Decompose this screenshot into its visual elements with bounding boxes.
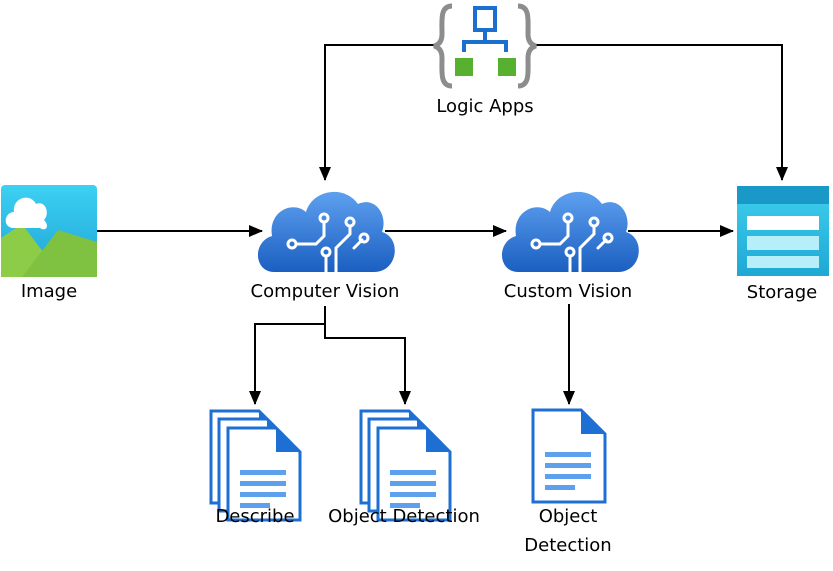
image-icon bbox=[1, 185, 97, 277]
custom-object-detection-label-line1: Object bbox=[539, 506, 598, 527]
custom-object-detection-node: Object Detection bbox=[524, 408, 612, 556]
custom-vision-node: Custom Vision bbox=[500, 190, 641, 302]
computer-vision-label: Computer Vision bbox=[251, 281, 400, 302]
computer-vision-cloud-icon bbox=[256, 190, 397, 274]
describe-label: Describe bbox=[215, 506, 294, 527]
logic-apps-icon bbox=[433, 3, 537, 89]
connectors bbox=[97, 44, 788, 405]
edge-computer-vision-to-describe bbox=[249, 306, 326, 405]
logic-apps-label: Logic Apps bbox=[436, 96, 533, 117]
describe-documents-icon bbox=[209, 409, 302, 522]
custom-vision-cloud-icon bbox=[500, 190, 641, 274]
cv-object-detection-label: Object Detection bbox=[328, 506, 480, 527]
edge-logicapps-to-storage bbox=[534, 44, 788, 181]
custom-object-detection-label-line2: Detection bbox=[524, 535, 611, 556]
cv-object-detection-node: Object Detection bbox=[328, 409, 480, 527]
storage-label: Storage bbox=[747, 282, 817, 303]
custom-object-detection-document-icon bbox=[531, 408, 607, 504]
cv-object-detection-documents-icon bbox=[359, 409, 452, 522]
edge-computer-vision-to-object-detection bbox=[324, 324, 411, 405]
storage-node: Storage bbox=[737, 186, 829, 303]
image-node: Image bbox=[1, 185, 97, 302]
describe-node: Describe bbox=[209, 409, 302, 527]
custom-vision-label: Custom Vision bbox=[504, 281, 632, 302]
edge-logicapps-to-computer-vision bbox=[319, 44, 436, 181]
storage-icon bbox=[737, 186, 829, 276]
image-label: Image bbox=[21, 281, 77, 302]
logic-apps-node: Logic Apps bbox=[433, 3, 537, 117]
computer-vision-node: Computer Vision bbox=[251, 190, 400, 302]
